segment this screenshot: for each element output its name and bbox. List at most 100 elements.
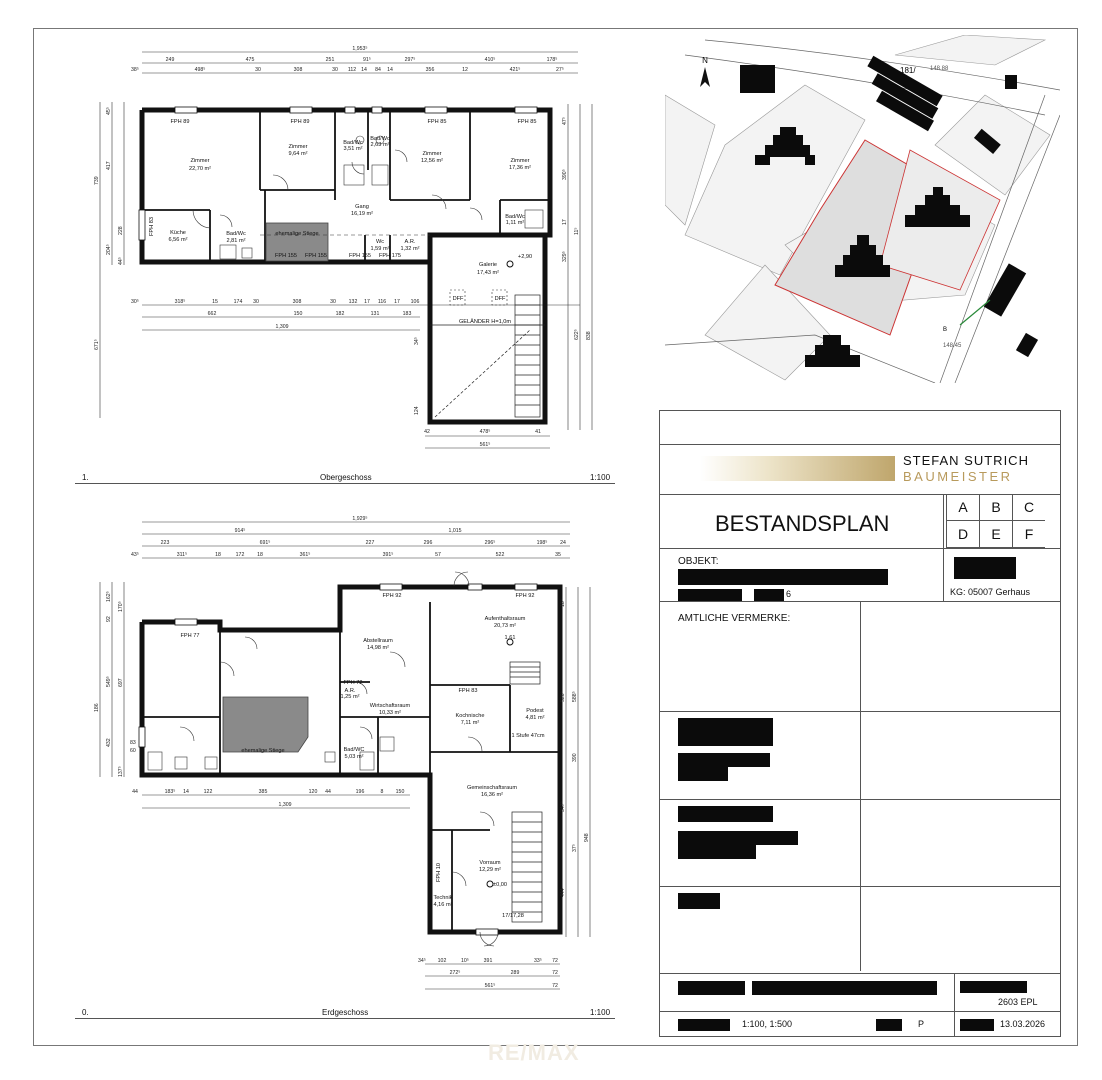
svg-text:12,29 m²: 12,29 m² xyxy=(479,867,501,873)
svg-text:318⁵: 318⁵ xyxy=(175,299,186,305)
svg-text:±0,00: ±0,00 xyxy=(493,882,507,888)
svg-text:132: 132 xyxy=(349,299,358,305)
svg-text:170⁵: 170⁵ xyxy=(118,601,124,612)
svg-text:444: 444 xyxy=(560,888,566,897)
room-name: Zimmer xyxy=(191,158,210,164)
svg-text:10,33 m²: 10,33 m² xyxy=(379,710,401,716)
svg-text:Gang: Gang xyxy=(355,204,369,210)
svg-text:838: 838 xyxy=(586,331,592,340)
svg-text:A.R.: A.R. xyxy=(405,239,416,245)
svg-text:30: 30 xyxy=(255,67,261,73)
svg-text:FPH 72: FPH 72 xyxy=(344,680,363,686)
svg-text:72: 72 xyxy=(552,958,558,964)
svg-text:549⁵: 549⁵ xyxy=(106,676,112,687)
site-plan: N 181/ 148.88 148.45 B xyxy=(665,35,1060,383)
svg-text:FPH 77: FPH 77 xyxy=(181,633,200,639)
svg-text:11⁵: 11⁵ xyxy=(574,227,580,235)
redacted-block xyxy=(876,1019,902,1031)
svg-text:60: 60 xyxy=(130,748,136,754)
svg-text:FPH 92: FPH 92 xyxy=(516,593,535,599)
official-notes-label: AMTLICHE VERMERKE: xyxy=(678,613,791,624)
svg-text:17: 17 xyxy=(364,299,370,305)
svg-text:251: 251 xyxy=(326,57,335,63)
svg-text:Wc: Wc xyxy=(376,239,384,245)
svg-text:561⁵: 561⁵ xyxy=(480,442,491,448)
ground-floor-name: Erdgeschoss xyxy=(322,1008,369,1017)
svg-text:14: 14 xyxy=(387,67,393,73)
svg-text:83: 83 xyxy=(130,740,136,746)
brand-sub: BAUMEISTER xyxy=(903,469,1013,484)
svg-text:DFF: DFF xyxy=(453,296,464,302)
svg-text:34⁵: 34⁵ xyxy=(414,337,420,345)
svg-text:Podest: Podest xyxy=(526,708,544,714)
grid-cell-d: D xyxy=(946,521,979,548)
svg-text:417: 417 xyxy=(106,161,112,170)
svg-text:308: 308 xyxy=(294,67,303,73)
plan-date: 13.03.2026 xyxy=(1000,1019,1046,1029)
svg-text:174: 174 xyxy=(234,299,243,305)
objekt-suffix: 6 xyxy=(786,589,792,599)
plan-divider xyxy=(75,1018,615,1019)
svg-text:1,929⁵: 1,929⁵ xyxy=(352,516,367,522)
svg-text:131: 131 xyxy=(371,311,380,317)
svg-text:1,32 m²: 1,32 m² xyxy=(401,246,420,252)
redacted-block xyxy=(960,1019,994,1031)
redacted-block xyxy=(678,718,773,746)
svg-text:Bad/WC: Bad/WC xyxy=(344,747,365,753)
svg-text:1,11 m²: 1,11 m² xyxy=(506,220,525,226)
svg-text:12,56 m²: 12,56 m² xyxy=(421,158,443,164)
svg-text:47⁵: 47⁵ xyxy=(562,117,568,125)
svg-text:Kochnische: Kochnische xyxy=(456,713,485,719)
redacted-block xyxy=(960,981,1027,993)
p-label: P xyxy=(918,1019,925,1029)
svg-text:42: 42 xyxy=(424,429,430,435)
svg-text:FPH 85: FPH 85 xyxy=(518,119,537,125)
svg-text:196: 196 xyxy=(356,789,365,795)
svg-text:498⁵: 498⁵ xyxy=(195,67,206,73)
svg-text:390: 390 xyxy=(572,753,578,762)
svg-text:948: 948 xyxy=(584,833,590,842)
svg-text:44⁵: 44⁵ xyxy=(118,257,124,265)
ground-floor-scale: 1:100 xyxy=(590,1008,611,1017)
brand-gradient-bar xyxy=(700,456,895,481)
svg-text:410⁵: 410⁵ xyxy=(485,57,496,63)
svg-text:A.R.: A.R. xyxy=(345,688,356,694)
room-area: 22,70 m² xyxy=(189,166,211,172)
stair-label: ehemalige Stiege xyxy=(275,231,318,237)
elevation-bottom: 148.45 xyxy=(943,343,962,349)
svg-text:249: 249 xyxy=(166,57,175,63)
svg-text:14: 14 xyxy=(361,67,367,73)
title-block: STEFAN SUTRICH BAUMEISTER BESTANDSPLAN A… xyxy=(659,410,1061,1037)
svg-text:475: 475 xyxy=(246,57,255,63)
svg-text:308: 308 xyxy=(293,299,302,305)
redacted-block xyxy=(678,845,756,859)
svg-text:311⁵: 311⁵ xyxy=(177,552,187,558)
svg-text:35: 35 xyxy=(555,552,561,558)
svg-text:38⁵: 38⁵ xyxy=(131,67,139,73)
svg-text:FPH 10: FPH 10 xyxy=(436,863,442,882)
svg-text:12: 12 xyxy=(462,67,468,73)
svg-text:102: 102 xyxy=(438,958,447,964)
svg-text:204⁵: 204⁵ xyxy=(106,244,112,255)
svg-text:172: 172 xyxy=(236,552,245,558)
redacted-block xyxy=(678,753,770,767)
svg-text:356: 356 xyxy=(426,67,435,73)
drawing-sheet xyxy=(33,28,1078,1046)
svg-text:385: 385 xyxy=(259,789,268,795)
svg-text:7,11 m²: 7,11 m² xyxy=(461,720,480,726)
plan-title: BESTANDSPLAN xyxy=(715,511,890,536)
svg-text:150: 150 xyxy=(396,789,405,795)
upper-floor-name: Obergeschoss xyxy=(320,473,372,482)
svg-text:3,51 m²: 3,51 m² xyxy=(344,146,363,152)
svg-text:183: 183 xyxy=(403,311,412,317)
svg-text:289: 289 xyxy=(511,970,520,976)
svg-text:Vorraum: Vorraum xyxy=(479,860,500,866)
svg-text:30⁵: 30⁵ xyxy=(131,299,139,305)
svg-text:84: 84 xyxy=(375,67,381,73)
svg-text:FPH 85: FPH 85 xyxy=(428,119,447,125)
brand-name: STEFAN SUTRICH xyxy=(903,453,1029,468)
svg-text:150: 150 xyxy=(294,311,303,317)
svg-text:17/17,28: 17/17,28 xyxy=(502,913,524,919)
svg-text:18: 18 xyxy=(257,552,263,558)
svg-text:16,36 m²: 16,36 m² xyxy=(481,792,503,798)
